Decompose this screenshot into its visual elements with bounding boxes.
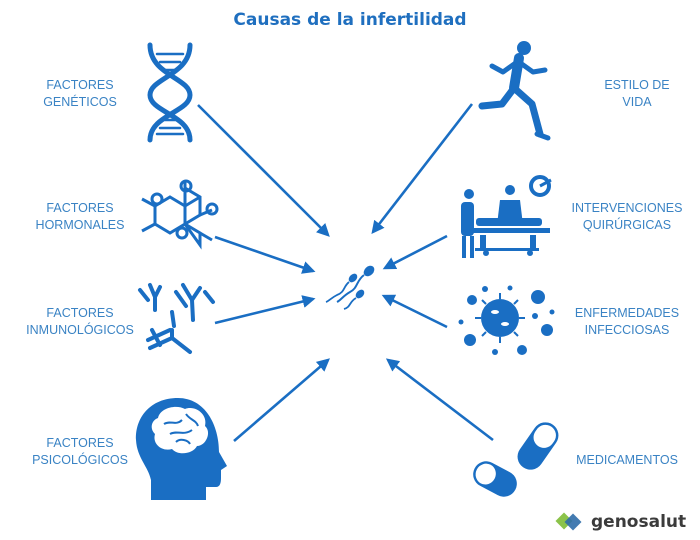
- label-line-1: FACTORES: [46, 201, 114, 215]
- sperm-icon: [325, 265, 375, 310]
- label-medicamentos: MEDICAMENTOS: [562, 452, 692, 469]
- pill-capsule-icon: [473, 422, 559, 497]
- label-line-2: QUIRÚRGICAS: [582, 218, 672, 232]
- arrow-inmunologicos: [214, 295, 316, 325]
- arrow-hormonales: [214, 235, 316, 274]
- genosalut-logo: genosalut: [555, 510, 686, 534]
- label-factores-geneticos: FACTORES GENÉTICOS: [20, 77, 140, 111]
- label-line-1: INTERVENCIONES: [571, 201, 683, 215]
- label-line-2: INMUNOLÓGICOS: [26, 323, 134, 337]
- label-line-1: ENFERMEDADES: [574, 306, 680, 320]
- label-line-2: PSICOLÓGICOS: [32, 453, 128, 467]
- logo-text: genosalut: [591, 512, 687, 532]
- virus-icon: [458, 285, 555, 355]
- label-factores-inmunologicos: FACTORES INMUNOLÓGICOS: [15, 305, 145, 339]
- arrow-estilo-vida: [371, 103, 474, 235]
- label-line-2: HORMONALES: [35, 218, 125, 232]
- label-estilo-de-vida: ESTILO DE VIDA: [572, 77, 700, 111]
- label-intervenciones-quirurgicas: INTERVENCIONES QUIRÚRGICAS: [562, 200, 692, 234]
- label-factores-hormonales: FACTORES HORMONALES: [20, 200, 140, 234]
- label-line-1: FACTORES: [46, 78, 114, 92]
- label-line-2: GENÉTICOS: [43, 95, 117, 109]
- label-line-1: FACTORES: [46, 306, 114, 320]
- brain-head-icon: [135, 398, 227, 500]
- arrow-psicologicos: [233, 358, 330, 442]
- surgery-icon: [461, 175, 552, 258]
- label-line-2: VIDA: [622, 95, 652, 109]
- genosalut-logo-icon: [555, 512, 582, 531]
- arrow-geneticos: [197, 104, 330, 237]
- label-line-1: MEDICAMENTOS: [576, 453, 678, 467]
- label-factores-psicologicos: FACTORES PSICOLÓGICOS: [20, 435, 140, 469]
- arrow-intervenciones: [382, 234, 448, 270]
- molecule-icon: [141, 179, 219, 250]
- label-line-1: FACTORES: [46, 436, 114, 450]
- arrow-medicamentos: [385, 358, 494, 442]
- label-line-1: ESTILO DE: [604, 78, 670, 92]
- runner-icon: [478, 41, 551, 141]
- arrow-infecciosas: [381, 294, 448, 329]
- label-enfermedades-infecciosas: ENFERMEDADES INFECCIOSAS: [562, 305, 692, 339]
- label-line-2: INFECCIOSAS: [584, 323, 670, 337]
- diagram-title: Causas de la infertilidad: [233, 10, 467, 30]
- dna-icon: [147, 42, 193, 143]
- antibody-icon: [138, 283, 215, 354]
